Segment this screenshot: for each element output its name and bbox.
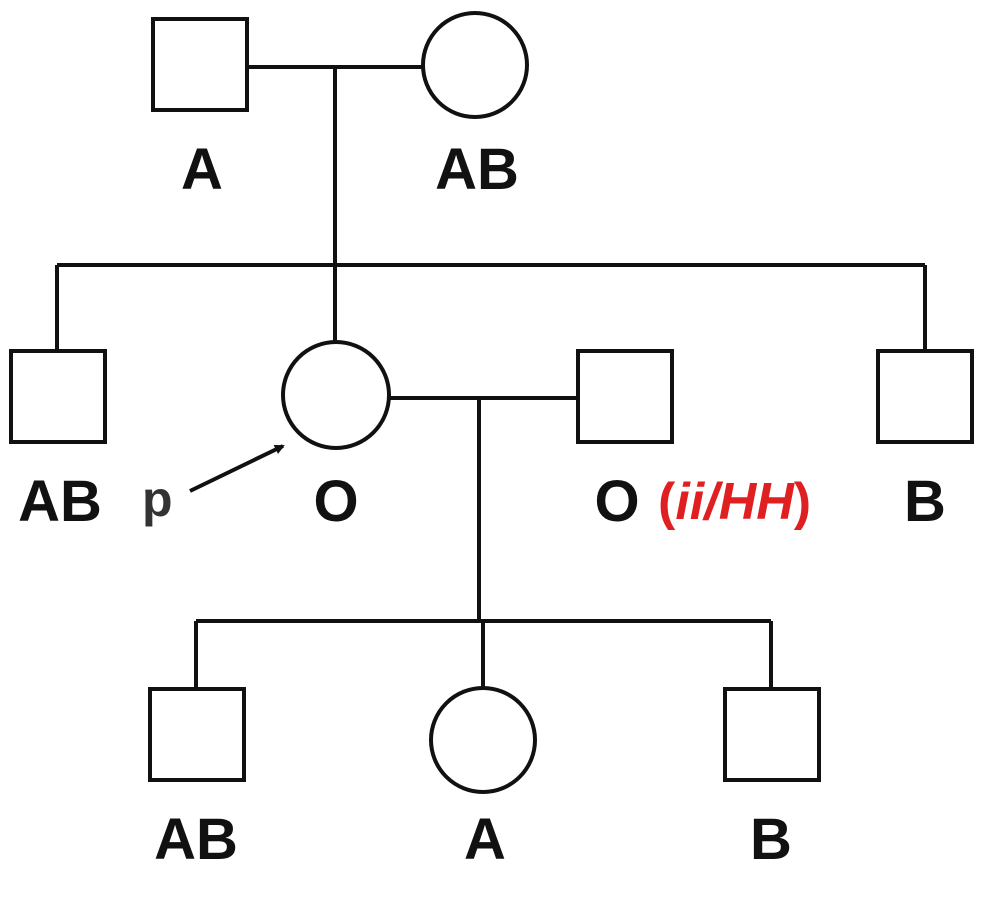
gen3-daughter-label: A — [464, 807, 506, 872]
note-allele-h: HH — [718, 473, 794, 531]
spouse-genotype-note: (ii/HH) — [658, 476, 811, 528]
gen2-proband-circle — [281, 340, 391, 450]
note-close-paren: ) — [793, 473, 812, 531]
proband-arrow — [189, 444, 285, 493]
gen3-daughter-circle — [429, 686, 537, 794]
gen1-mother-circle — [421, 11, 529, 119]
gen1-father-label: A — [181, 137, 223, 202]
gen2-spouse-label: O — [594, 469, 640, 534]
proband-marker-label: p — [142, 471, 173, 527]
gen3-son-ab-label: AB — [154, 807, 238, 872]
gen1-father-square — [151, 17, 249, 112]
gen2-son-b-square — [876, 349, 974, 444]
gen3-son-b-label: B — [750, 807, 792, 872]
gen3-son-b-square — [723, 687, 821, 782]
gen2-son-ab-square — [9, 349, 107, 444]
note-separator: / — [704, 473, 719, 531]
gen2-spouse-square — [576, 349, 674, 444]
gen2-proband-label: O — [313, 469, 359, 534]
note-allele-i: ii — [675, 473, 705, 531]
gen2-son-ab-label: AB — [18, 469, 102, 534]
note-open-paren: ( — [658, 473, 676, 531]
gen1-mother-label: AB — [435, 137, 519, 202]
gen3-son-ab-square — [148, 687, 246, 782]
gen2-son-b-label: B — [904, 469, 946, 534]
